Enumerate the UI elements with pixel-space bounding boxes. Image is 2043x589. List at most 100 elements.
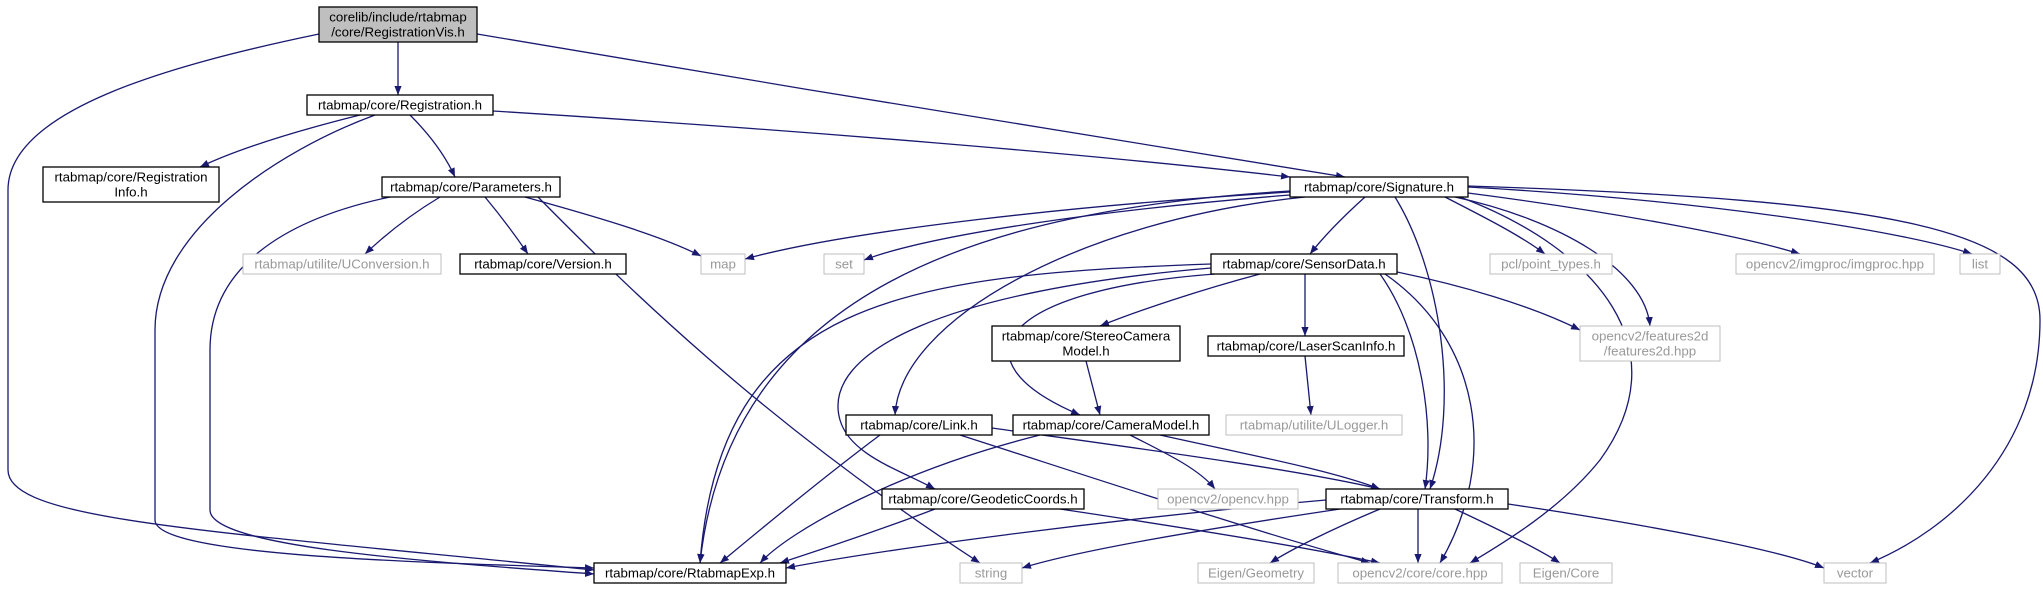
edge-signature-to-list bbox=[1467, 186, 1973, 255]
node-box bbox=[459, 253, 627, 275]
node-label: rtabmap/core/Link.h bbox=[860, 418, 978, 433]
dependency-edges bbox=[7, 33, 2041, 577]
node-version[interactable]: rtabmap/core/Version.h bbox=[459, 253, 627, 275]
edge-parameters-to-uconversion bbox=[364, 196, 441, 255]
node-box bbox=[1289, 176, 1469, 198]
node-label: Info.h bbox=[114, 185, 147, 200]
node-label: Model.h bbox=[1062, 344, 1109, 359]
edge-stereocamera-to-cameramodel bbox=[1085, 360, 1102, 416]
node-corehpp: opencv2/core/core.hpp bbox=[1337, 562, 1503, 584]
node-label: rtabmap/core/RtabmapExp.h bbox=[605, 566, 775, 581]
node-label: rtabmap/utilite/UConversion.h bbox=[254, 257, 429, 272]
edge-sensordata-to-rtabmapexp bbox=[697, 263, 1212, 564]
dependency-nodes: corelib/include/rtabmap/core/Registratio… bbox=[42, 6, 2001, 584]
node-label: corelib/include/rtabmap bbox=[329, 10, 466, 25]
node-label: rtabmap/core/LaserScanInfo.h bbox=[1217, 339, 1396, 354]
node-registration[interactable]: rtabmap/core/Registration.h bbox=[306, 94, 494, 116]
node-label: Eigen/Geometry bbox=[1208, 566, 1304, 581]
node-label: rtabmap/core/SensorData.h bbox=[1222, 257, 1385, 272]
edge-signature-to-corehpp bbox=[1459, 196, 1633, 564]
node-registrationvis[interactable]: corelib/include/rtabmap/core/Registratio… bbox=[318, 6, 478, 43]
node-label: vector bbox=[1837, 566, 1874, 581]
edge-registration-to-registrationinfo bbox=[199, 114, 361, 168]
edge-registration-to-rtabmapexp bbox=[154, 114, 595, 572]
node-box bbox=[1210, 253, 1398, 275]
node-laserscaninfo[interactable]: rtabmap/core/LaserScanInfo.h bbox=[1207, 335, 1405, 357]
node-label: string bbox=[975, 566, 1008, 581]
node-list: list bbox=[1959, 253, 2001, 275]
node-box bbox=[845, 414, 993, 436]
node-transform[interactable]: rtabmap/core/Transform.h bbox=[1325, 488, 1509, 510]
edge-parameters-to-version bbox=[484, 196, 529, 255]
node-box bbox=[959, 562, 1023, 584]
node-eigencore: Eigen/Core bbox=[1519, 562, 1613, 584]
node-label: rtabmap/core/CameraModel.h bbox=[1023, 418, 1200, 433]
node-cameramodel[interactable]: rtabmap/core/CameraModel.h bbox=[1012, 414, 1210, 436]
node-box bbox=[42, 166, 220, 203]
node-label: map bbox=[710, 257, 736, 272]
node-label: set bbox=[835, 257, 853, 272]
edge-geodetic-to-corehpp bbox=[1059, 508, 1381, 565]
node-box bbox=[991, 325, 1181, 362]
node-label: rtabmap/core/Registration bbox=[55, 170, 208, 185]
edge-sensordata-to-features2d bbox=[1396, 271, 1581, 331]
node-box bbox=[881, 488, 1085, 510]
edge-registration-to-signature bbox=[492, 110, 1291, 180]
edge-transform-to-eigengeometry bbox=[1269, 508, 1381, 564]
edge-signature-to-imgproc bbox=[1467, 192, 1801, 255]
node-label: rtabmap/core/Signature.h bbox=[1304, 180, 1454, 195]
edge-signature-to-vector bbox=[1467, 185, 2041, 564]
node-box bbox=[1519, 562, 1613, 584]
edge-signature-to-rtabmapexp bbox=[697, 190, 1291, 564]
edge-sensordata-to-stereocamera bbox=[1099, 273, 1261, 327]
node-label: pcl/point_types.h bbox=[1501, 257, 1601, 272]
node-box bbox=[318, 6, 478, 43]
edge-registration-to-parameters bbox=[409, 114, 456, 178]
node-opencvhpp: opencv2/opencv.hpp bbox=[1157, 488, 1299, 510]
edge-transform-to-eigencore bbox=[1454, 508, 1561, 564]
node-box bbox=[306, 94, 494, 116]
node-label: opencv2/imgproc/imgproc.hpp bbox=[1746, 257, 1924, 272]
node-box bbox=[1579, 325, 1721, 362]
node-imgproc: opencv2/imgproc/imgproc.hpp bbox=[1735, 253, 1935, 275]
node-parameters[interactable]: rtabmap/core/Parameters.h bbox=[381, 176, 561, 198]
node-link[interactable]: rtabmap/core/Link.h bbox=[845, 414, 993, 436]
node-label: rtabmap/core/Parameters.h bbox=[390, 180, 552, 195]
edge-link-to-rtabmapexp bbox=[719, 434, 881, 564]
node-box bbox=[1207, 335, 1405, 357]
edge-signature-to-transform bbox=[1394, 196, 1445, 490]
node-geodetic[interactable]: rtabmap/core/GeodeticCoords.h bbox=[881, 488, 1085, 510]
edge-parameters-to-rtabmapexp bbox=[209, 196, 595, 577]
node-pcl: pcl/point_types.h bbox=[1489, 253, 1613, 275]
node-label: rtabmap/utilite/ULogger.h bbox=[1240, 418, 1389, 433]
node-features2d: opencv2/features2d/features2d.hpp bbox=[1579, 325, 1721, 362]
node-label: rtabmap/core/Version.h bbox=[474, 257, 611, 272]
edge-sensordata-to-corehpp bbox=[1384, 273, 1475, 564]
node-label: opencv2/features2d bbox=[1592, 329, 1709, 344]
node-rtabmapexp[interactable]: rtabmap/core/RtabmapExp.h bbox=[593, 562, 787, 584]
node-box bbox=[1823, 562, 1887, 584]
node-uconversion: rtabmap/utilite/UConversion.h bbox=[242, 253, 442, 275]
edge-signature-to-link bbox=[891, 196, 1306, 416]
node-label: Eigen/Core bbox=[1533, 566, 1600, 581]
edge-signature-to-sensordata bbox=[1309, 196, 1366, 255]
edge-registrationvis-to-signature bbox=[476, 33, 1346, 180]
node-label: list bbox=[1972, 257, 1989, 272]
node-signature[interactable]: rtabmap/core/Signature.h bbox=[1289, 176, 1469, 198]
node-box bbox=[1225, 414, 1403, 436]
node-box bbox=[700, 253, 746, 275]
node-label: rtabmap/core/StereoCamera bbox=[1002, 329, 1171, 344]
node-box bbox=[1197, 562, 1315, 584]
node-label: opencv2/opencv.hpp bbox=[1167, 492, 1289, 507]
edge-signature-to-pcl bbox=[1444, 196, 1546, 255]
node-string: string bbox=[959, 562, 1023, 584]
edge-transform-to-vector bbox=[1507, 503, 1825, 569]
edge-parameters-to-map bbox=[524, 196, 702, 257]
node-box bbox=[1337, 562, 1503, 584]
node-sensordata[interactable]: rtabmap/core/SensorData.h bbox=[1210, 253, 1398, 275]
node-box bbox=[1325, 488, 1509, 510]
node-label: rtabmap/core/Transform.h bbox=[1340, 492, 1493, 507]
